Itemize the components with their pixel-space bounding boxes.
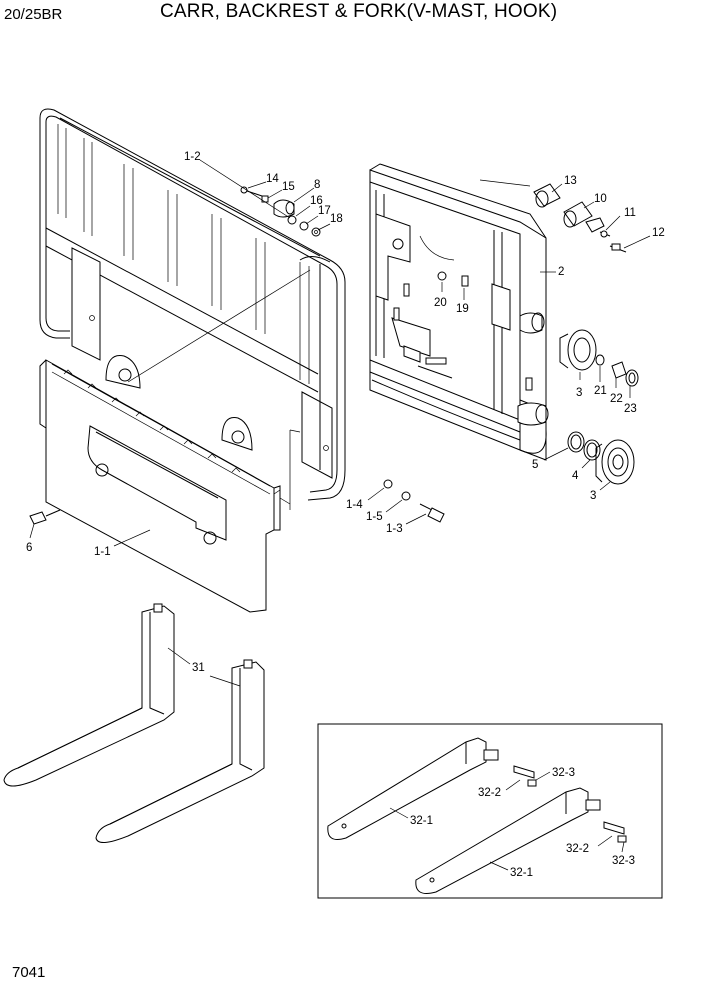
page-number: 7041 <box>12 964 46 981</box>
callout-15: 15 <box>282 181 295 193</box>
forks <box>3 603 265 843</box>
callout-labels: 1-2 14 15 8 16 17 18 13 10 11 12 2 20 19… <box>26 151 665 879</box>
callout-31: 31 <box>192 662 205 674</box>
callout-32-2-bottom: 32-2 <box>566 843 589 855</box>
hardware <box>29 183 639 525</box>
callout-6: 6 <box>26 542 32 554</box>
callout-14: 14 <box>266 173 279 185</box>
callout-16: 16 <box>310 195 323 207</box>
alignment-lines <box>127 179 531 510</box>
carriage <box>369 163 549 461</box>
callout-32-2-top: 32-2 <box>478 787 501 799</box>
callout-1-5: 1-5 <box>366 511 383 523</box>
callout-13: 13 <box>564 175 577 187</box>
callout-10: 10 <box>594 193 607 205</box>
carriage-plate <box>39 355 281 613</box>
callout-1-3: 1-3 <box>386 523 403 535</box>
callout-3-upper: 3 <box>576 387 582 399</box>
callout-19: 19 <box>456 303 469 315</box>
callout-32-1-top: 32-1 <box>410 815 433 827</box>
callout-22: 22 <box>610 393 623 405</box>
leader-lines <box>29 159 651 871</box>
callout-32-3-bottom: 32-3 <box>612 855 635 867</box>
callout-17: 17 <box>318 205 331 217</box>
page-title: CARR, BACKREST & FORK(V-MAST, HOOK) <box>160 1 558 22</box>
callout-1-1: 1-1 <box>94 546 111 558</box>
callout-1-2: 1-2 <box>184 151 201 163</box>
model-code: 20/25BR <box>4 6 63 23</box>
callout-11: 11 <box>624 207 636 219</box>
callout-1-4: 1-4 <box>346 499 363 511</box>
callout-12: 12 <box>652 227 665 239</box>
callout-32-3-top: 32-3 <box>552 767 575 779</box>
callout-23: 23 <box>624 403 637 415</box>
callout-3-lower: 3 <box>590 490 596 502</box>
backrest <box>39 108 346 501</box>
fork-option-inset <box>317 723 663 899</box>
callout-20: 20 <box>434 297 447 309</box>
callout-2: 2 <box>558 266 564 278</box>
callout-32-1-bottom: 32-1 <box>510 867 533 879</box>
callout-4: 4 <box>572 470 579 482</box>
callout-8: 8 <box>314 179 320 191</box>
callout-18: 18 <box>330 213 343 225</box>
callout-5: 5 <box>532 459 538 471</box>
callout-21: 21 <box>594 385 607 397</box>
